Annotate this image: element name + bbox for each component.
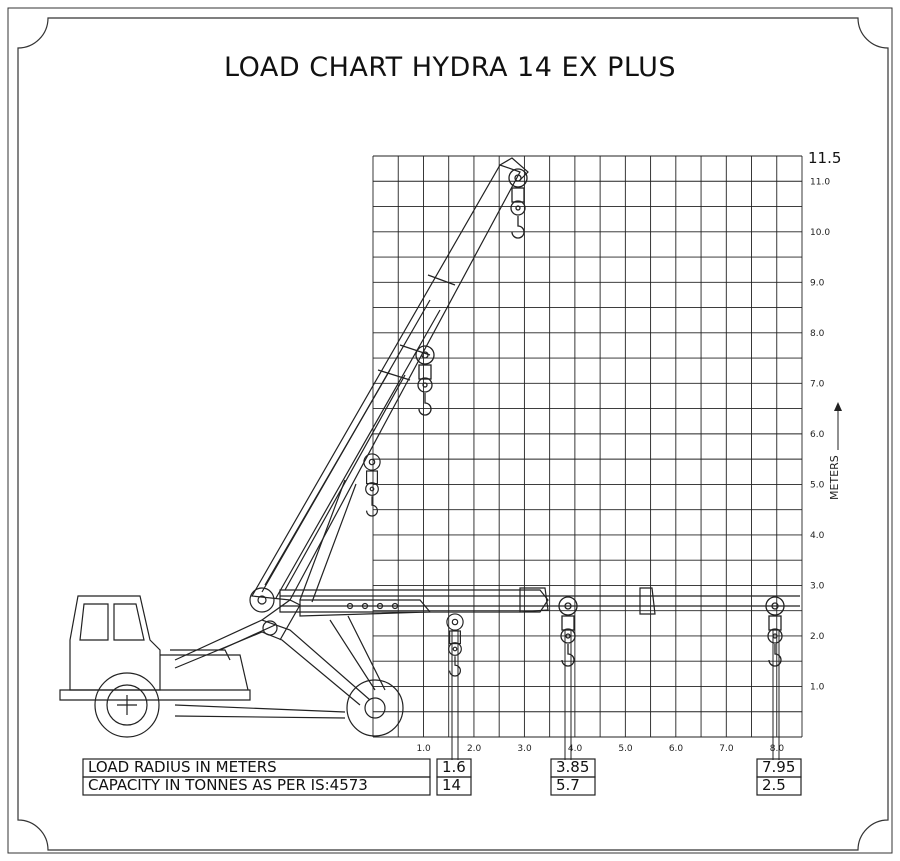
y-tick-label: 11.0	[810, 177, 830, 187]
inner-frame	[17, 17, 889, 851]
radius-value-1: 1.6	[442, 758, 466, 776]
y-axis-ticks: 11.0 10.0 9.0 8.0 7.0 6.0 5.0 4.0 3.0 2.0 1.0	[810, 177, 830, 692]
x-tick-label: 4.0	[568, 744, 583, 754]
capacity-row-label: CAPACITY IN TONNES AS PER IS:4573	[88, 776, 368, 794]
hook-block-radius-3	[765, 596, 785, 667]
y-tick-label: 3.0	[810, 581, 825, 591]
x-tick-label: 1.0	[416, 744, 431, 754]
capacity-value-3: 2.5	[762, 776, 786, 794]
x-tick-label: 7.0	[719, 744, 734, 754]
y-tick-label: 9.0	[810, 278, 825, 288]
y-tick-label: 10.0	[810, 228, 830, 238]
outer-frame	[7, 7, 893, 854]
hook-blocks	[363, 168, 785, 677]
y-axis-top-value: 11.5	[808, 149, 841, 167]
upper-hook-block	[415, 345, 435, 416]
radius-row-label: LOAD RADIUS IN METERS	[88, 758, 277, 776]
horizontal-boom	[279, 587, 800, 617]
capacity-value-2: 5.7	[556, 776, 580, 794]
y-tick-label: 1.0	[810, 682, 825, 692]
crane-boom	[249, 157, 529, 613]
hook-block-radius-2	[558, 596, 578, 667]
y-tick-label: 5.0	[810, 480, 825, 490]
y-tick-label: 2.0	[810, 632, 825, 642]
capacity-value-1: 14	[442, 776, 462, 794]
table-frame	[82, 758, 802, 796]
x-tick-label: 3.0	[517, 744, 532, 754]
y-tick-label: 7.0	[810, 379, 825, 389]
up-arrow-icon	[834, 402, 842, 411]
y-tick-label: 6.0	[810, 430, 825, 440]
x-axis-ticks: 1.0 2.0 3.0 4.0 5.0 6.0 7.0 8.0	[416, 744, 784, 754]
chart-title: LOAD CHART HYDRA 14 EX PLUS	[224, 52, 676, 83]
tip-hook-block	[508, 168, 528, 239]
y-tick-label: 4.0	[810, 531, 825, 541]
x-tick-label: 5.0	[618, 744, 633, 754]
radius-value-3: 7.95	[762, 758, 796, 776]
x-tick-label: 8.0	[770, 744, 785, 754]
grid	[372, 155, 803, 738]
hook-block-radius-1	[446, 613, 464, 677]
y-axis-label: METERS	[828, 455, 841, 500]
radius-leader-lines	[451, 630, 780, 760]
radius-value-2: 3.85	[556, 758, 590, 776]
y-tick-label: 8.0	[810, 329, 825, 339]
mid-hook-block	[363, 453, 381, 517]
x-tick-label: 2.0	[467, 744, 482, 754]
crane-vehicle	[59, 595, 404, 738]
x-tick-label: 6.0	[669, 744, 684, 754]
